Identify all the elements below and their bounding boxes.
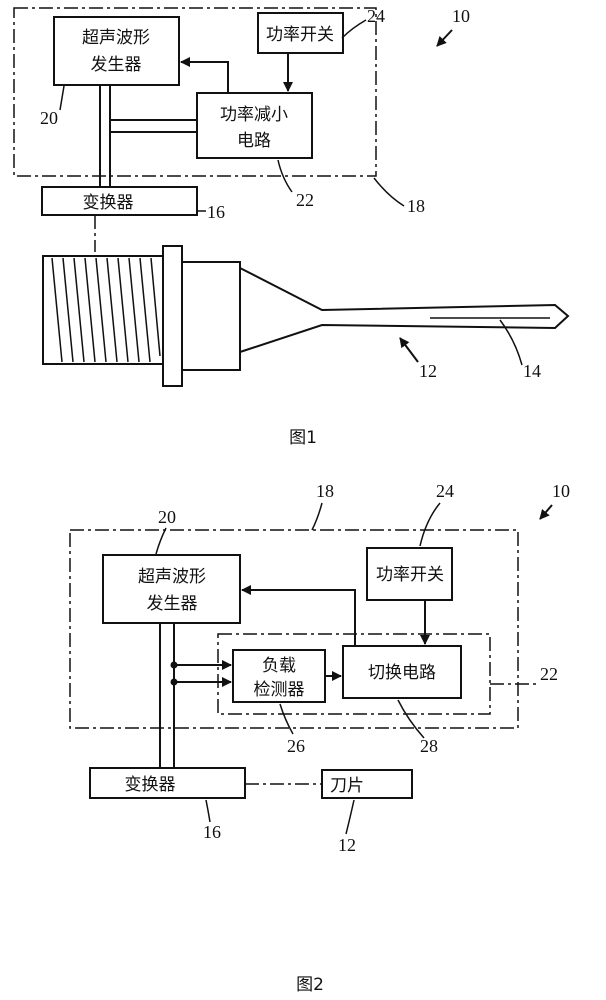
- fig1-ref-18: 18: [407, 196, 425, 216]
- fig1-arrow-12: [400, 338, 418, 362]
- fig2-ref-18: 18: [316, 481, 334, 501]
- fig1-power-switch-label: 功率开关: [266, 25, 334, 45]
- fig2-generator-label-2: 发生器: [147, 594, 198, 614]
- fig1-caption: 图1: [289, 428, 317, 448]
- fig1-hub: [182, 262, 240, 370]
- fig1-transducer-label: 变换器: [83, 193, 134, 213]
- fig2-circuit-to-generator-arrow: [242, 590, 355, 646]
- fig2-load-label-1: 负载: [262, 656, 296, 676]
- fig1-ref-14: 14: [523, 361, 541, 381]
- fig2-caption: 图2: [296, 975, 324, 995]
- fig1-ref-24: 24: [367, 6, 385, 26]
- fig2-power-switch-label: 功率开关: [376, 565, 444, 585]
- fig2-ref-28: 28: [420, 736, 438, 756]
- fig2-load-label-2: 检测器: [254, 680, 305, 700]
- fig1-ref-16: 16: [207, 202, 225, 222]
- fig1-handpiece: [43, 246, 568, 386]
- figure-1: 超声波形 发生器 功率开关 功率减小 电路 变换器: [14, 6, 568, 448]
- fig1-ref-20: 20: [40, 108, 58, 128]
- fig1-horn-and-blade: [240, 268, 568, 352]
- fig2-leader-26: [280, 704, 293, 734]
- fig2-blade-label: 刀片: [330, 776, 364, 796]
- fig2-leader-20: [156, 528, 166, 554]
- fig2-arrow-10: [540, 505, 552, 519]
- fig2-ref-12: 12: [338, 835, 356, 855]
- fig2-switch-circuit-label: 切换电路: [368, 663, 436, 683]
- fig2-leader-16: [206, 800, 210, 822]
- figure-2: 超声波形 发生器 功率开关 负载 检测器 切换电路 变换器 刀片 20: [70, 481, 570, 995]
- fig1-leader-20: [60, 86, 64, 110]
- fig1-generator-label-1: 超声波形: [82, 28, 150, 48]
- fig2-leader-24: [420, 503, 440, 546]
- fig1-flange: [163, 246, 182, 386]
- fig2-ref-16: 16: [203, 822, 221, 842]
- fig2-leader-12: [346, 800, 354, 834]
- fig1-ref-12: 12: [419, 361, 437, 381]
- fig2-ref-26: 26: [287, 736, 305, 756]
- fig2-ref-24: 24: [436, 481, 454, 501]
- fig2-leader-18: [312, 503, 322, 530]
- fig1-reduce-label-2: 电路: [237, 131, 271, 151]
- fig2-transducer-label: 变换器: [125, 775, 176, 795]
- fig1-arrow-10: [437, 30, 452, 46]
- fig2-leader-28: [398, 700, 424, 738]
- fig1-leader-24: [342, 20, 366, 38]
- fig1-reduce-to-generator-arrow: [181, 62, 228, 93]
- fig1-reduce-label-1: 功率减小: [220, 105, 288, 125]
- fig1-generator-label-2: 发生器: [91, 55, 142, 75]
- fig2-generator-label-1: 超声波形: [138, 567, 206, 587]
- fig2-ref-22: 22: [540, 664, 558, 684]
- fig1-ref-22: 22: [296, 190, 314, 210]
- fig2-ref-20: 20: [158, 507, 176, 527]
- fig1-leader-18: [374, 178, 404, 206]
- fig2-ref-10: 10: [552, 481, 570, 501]
- fig1-ref-10: 10: [452, 6, 470, 26]
